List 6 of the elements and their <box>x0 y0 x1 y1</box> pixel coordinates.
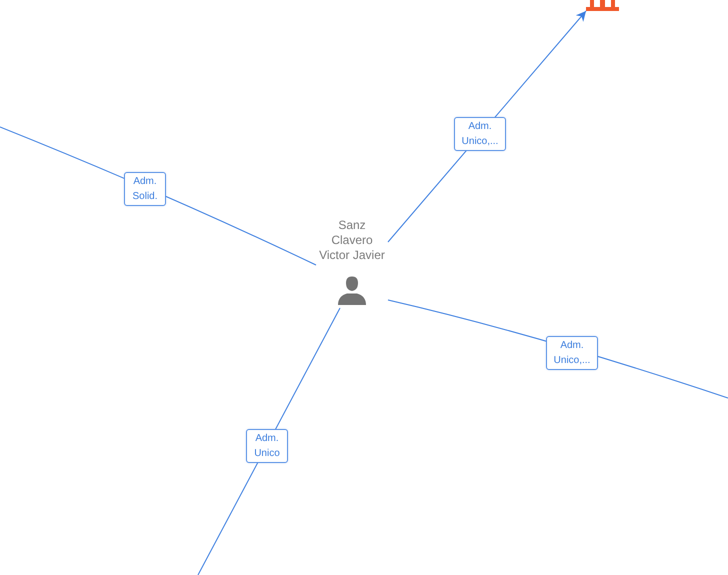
edge-label: Adm. Solid. <box>124 172 166 206</box>
person-name: Sanz Clavero Victor Javier <box>318 218 386 263</box>
edge-label: Adm. Unico <box>246 429 288 463</box>
edge-label: Adm. Unico,... <box>454 117 506 151</box>
building-icon <box>586 0 619 11</box>
edge-label: Adm. Unico,... <box>546 336 598 370</box>
